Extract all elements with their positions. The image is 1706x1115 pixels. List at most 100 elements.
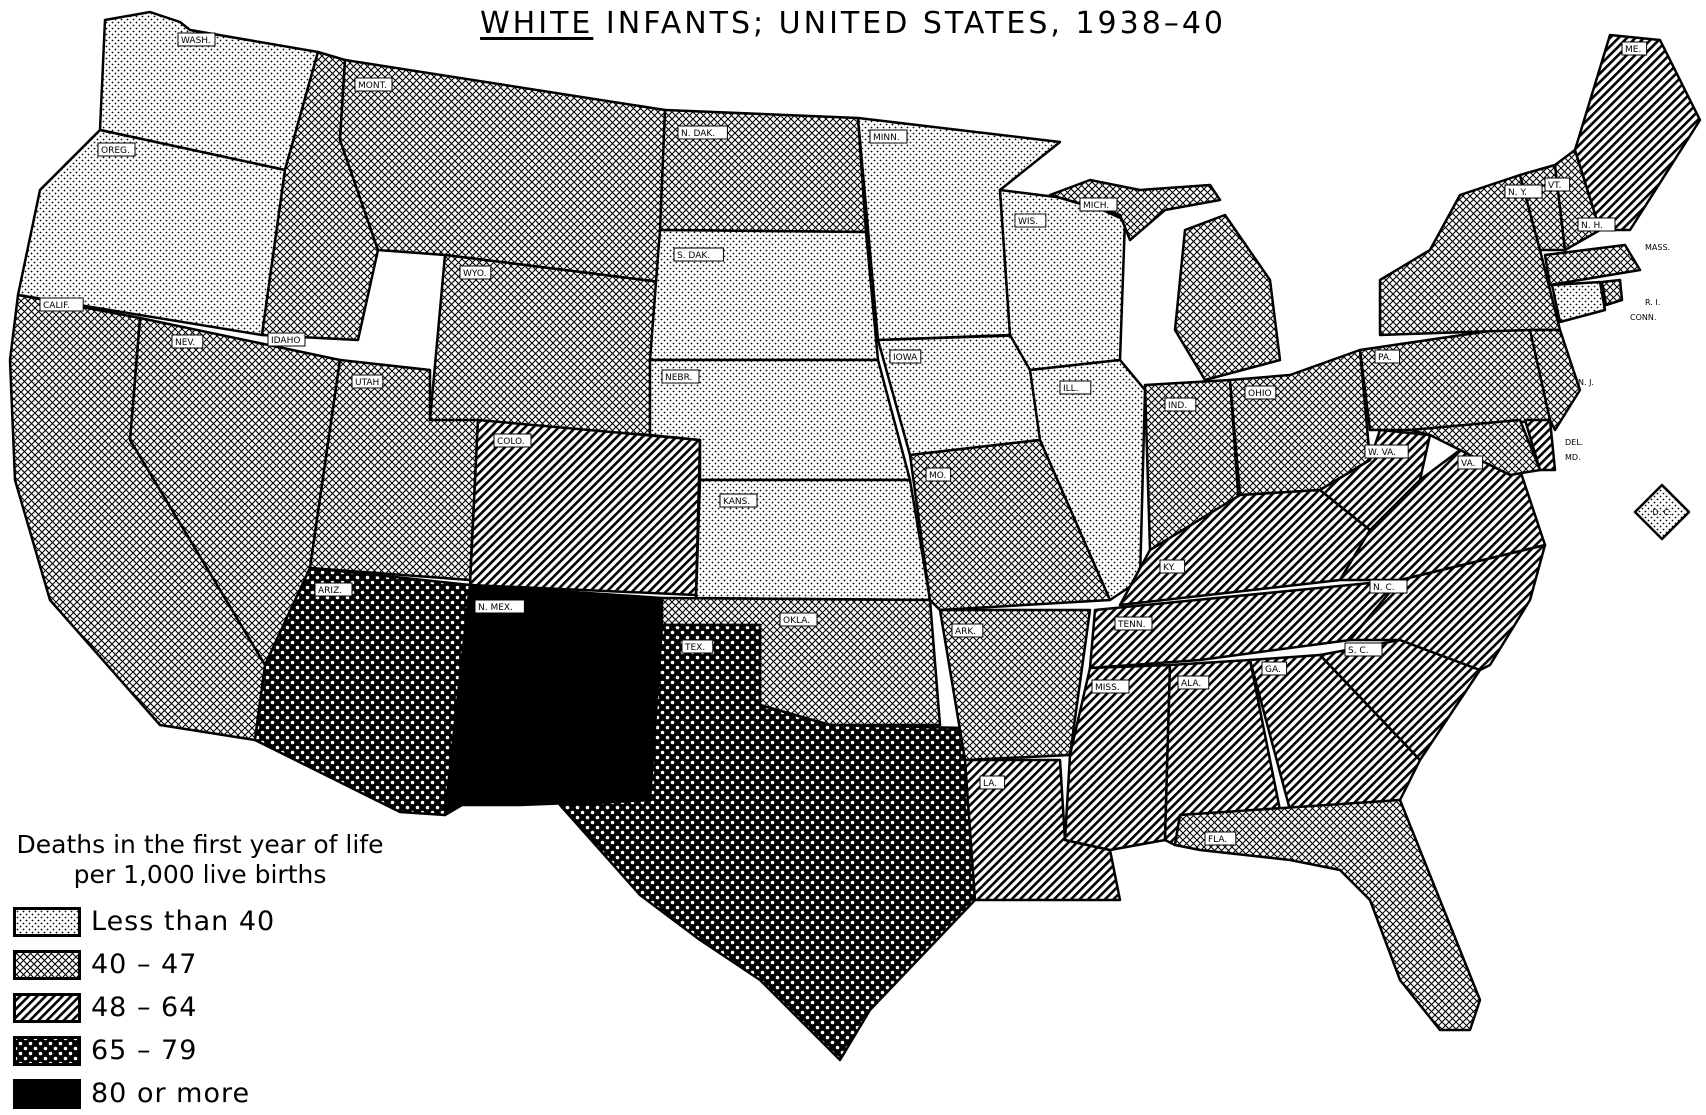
- state-label-NY: N. Y.: [1504, 184, 1543, 199]
- state-FL: [1173, 798, 1482, 1032]
- state-label-ME: ME.: [1621, 41, 1648, 56]
- state-label-text-IA: IOWA: [893, 353, 918, 363]
- ext-label-DEL: DEL.: [1565, 438, 1583, 447]
- state-PA: [1358, 323, 1552, 432]
- state-ME: [1573, 33, 1702, 232]
- state-NM: [443, 583, 664, 817]
- state-label-NV: NEV.: [171, 334, 204, 349]
- state-label-text-PA: PA.: [1378, 353, 1392, 363]
- state-label-VA: VA.: [1457, 455, 1484, 470]
- state-label-text-KY: KY.: [1163, 563, 1175, 573]
- state-label-AR: ARK.: [951, 623, 984, 638]
- legend-label-c4: 65 – 79: [91, 1035, 198, 1066]
- state-label-box-OR: [97, 142, 136, 157]
- state-label-box-MS: [1091, 679, 1130, 694]
- state-label-box-LA: [979, 775, 1006, 790]
- state-label-text-WV: W. VA.: [1368, 448, 1396, 458]
- state-DE: [1523, 418, 1557, 472]
- ext-label-NJ: N. J.: [1578, 378, 1594, 387]
- state-label-SD: S. DAK.: [673, 247, 724, 262]
- state-label-MI: MICH.: [1079, 197, 1118, 212]
- state-label-text-NM: N. MEX.: [478, 603, 513, 613]
- state-label-box-KS: [719, 493, 758, 508]
- state-label-GA: GA.: [1261, 661, 1288, 676]
- legend-item-c2: 40 – 47: [10, 943, 410, 986]
- state-CA: [8, 293, 267, 742]
- state-NJ: [1528, 328, 1582, 432]
- state-label-box-WI: [1014, 213, 1047, 228]
- state-label-NE: NEBR.: [661, 369, 700, 384]
- state-label-WA: WASH.: [177, 32, 216, 47]
- state-label-box-SC: [1344, 642, 1383, 657]
- map-title-underlined: WHITE: [480, 6, 594, 41]
- state-label-KY: KY.: [1159, 559, 1186, 574]
- state-label-box-AL: [1177, 675, 1210, 690]
- state-label-text-VT: VT.: [1548, 181, 1561, 191]
- state-TN: [1088, 578, 1402, 670]
- state-RI: [1600, 278, 1624, 307]
- state-label-SC: S. C.: [1344, 642, 1383, 657]
- state-label-text-ME: ME.: [1625, 45, 1641, 55]
- legend-swatch-c5: [13, 1078, 81, 1109]
- state-label-CO: COLO.: [493, 433, 532, 448]
- state-label-box-OH: [1244, 385, 1277, 400]
- map-title-rest: INFANTS; UNITED STATES, 1938–40: [605, 6, 1226, 41]
- state-label-text-VA: VA.: [1461, 459, 1475, 469]
- state-label-box-AR: [951, 623, 984, 638]
- state-label-IL: ILL.: [1059, 380, 1092, 395]
- state-label-MO: MO.: [925, 467, 952, 482]
- state-label-FL: FLA.: [1204, 831, 1237, 846]
- state-label-OR: OREG.: [97, 142, 136, 157]
- state-label-WY: WYO.: [459, 265, 492, 280]
- state-label-text-WY: WYO.: [463, 269, 486, 279]
- state-label-text-NC: N. C.: [1373, 583, 1395, 593]
- state-label-MN: MINN.: [869, 129, 908, 144]
- state-label-box-ND: [677, 125, 728, 140]
- state-TX: [558, 623, 977, 1062]
- state-label-box-UT: [351, 374, 384, 389]
- state-label-IA: IOWA: [889, 349, 922, 364]
- state-label-text-IL: ILL.: [1063, 384, 1079, 394]
- state-label-box-IL: [1059, 380, 1092, 395]
- state-label-text-IN: IND.: [1168, 401, 1187, 411]
- state-label-WV: W. VA.: [1364, 444, 1409, 459]
- state-label-MT: MONT.: [354, 77, 393, 92]
- state-label-box-AZ: [314, 582, 353, 597]
- state-label-box-MI: [1079, 197, 1118, 212]
- state-label-text-KS: KANS.: [723, 497, 750, 507]
- state-label-box-CO: [493, 433, 532, 448]
- state-label-AL: ALA.: [1177, 675, 1210, 690]
- state-label-text-MO: MO.: [929, 471, 946, 481]
- state-label-box-NE: [661, 369, 700, 384]
- state-label-box-WY: [459, 265, 492, 280]
- state-label-text-CO: COLO.: [497, 437, 525, 447]
- state-label-box-SD: [673, 247, 724, 262]
- state-label-box-NY: [1504, 184, 1543, 199]
- state-label-text-TX: TEX.: [684, 643, 705, 653]
- state-label-text-NE: NEBR.: [665, 373, 692, 383]
- legend-label-c1: Less than 40: [91, 906, 276, 937]
- ext-label-RI: R. I.: [1645, 298, 1660, 307]
- legend-label-c5: 80 or more: [91, 1078, 251, 1109]
- state-MO: [908, 438, 1112, 612]
- state-OR: [16, 128, 287, 337]
- state-label-box-NC: [1369, 579, 1408, 594]
- state-label-OK: OKLA.: [779, 612, 818, 627]
- state-label-box-CA: [39, 297, 84, 312]
- state-label-box-MT: [354, 77, 393, 92]
- legend-swatch-c1: [13, 906, 81, 937]
- state-label-text-WA: WASH.: [181, 36, 211, 46]
- ext-label-DC: D. C.: [1652, 508, 1671, 517]
- state-label-PA: PA.: [1374, 349, 1401, 364]
- state-label-text-WI: WIS.: [1018, 217, 1038, 227]
- state-label-box-WV: [1364, 444, 1409, 459]
- state-label-text-MN: MINN.: [873, 133, 900, 143]
- legend-item-c4: 65 – 79: [10, 1029, 410, 1072]
- ext-label-CONN: CONN.: [1630, 313, 1656, 322]
- state-label-box-FL: [1204, 831, 1237, 846]
- state-label-text-NY: N. Y.: [1508, 188, 1527, 198]
- state-label-box-NV: [171, 334, 204, 349]
- state-label-text-CA: CALIF.: [43, 301, 70, 311]
- legend-swatch-c2: [13, 949, 81, 980]
- state-label-ND: N. DAK.: [677, 125, 728, 140]
